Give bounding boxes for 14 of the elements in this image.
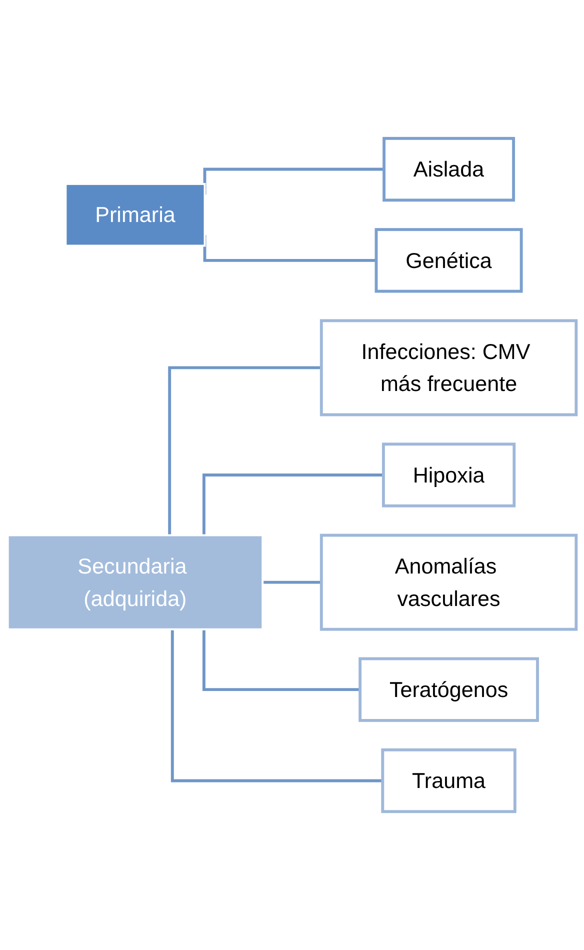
node-box: Genética bbox=[374, 228, 523, 293]
node-box: Infecciones: CMV más frecuente bbox=[320, 319, 578, 416]
node-box: Trauma bbox=[381, 748, 516, 814]
node-box: Aislada bbox=[382, 136, 515, 202]
connector bbox=[261, 580, 322, 584]
node-box: Anomalías vasculares bbox=[320, 534, 578, 631]
node-box: Primaria bbox=[64, 183, 206, 247]
node-box: Secundaria (adquirida) bbox=[6, 534, 264, 630]
connector bbox=[202, 629, 360, 692]
node-box: Teratógenos bbox=[358, 657, 539, 722]
connector bbox=[168, 366, 322, 536]
connector bbox=[170, 629, 383, 782]
connector bbox=[202, 474, 384, 536]
node-box: Hipoxia bbox=[382, 442, 516, 508]
